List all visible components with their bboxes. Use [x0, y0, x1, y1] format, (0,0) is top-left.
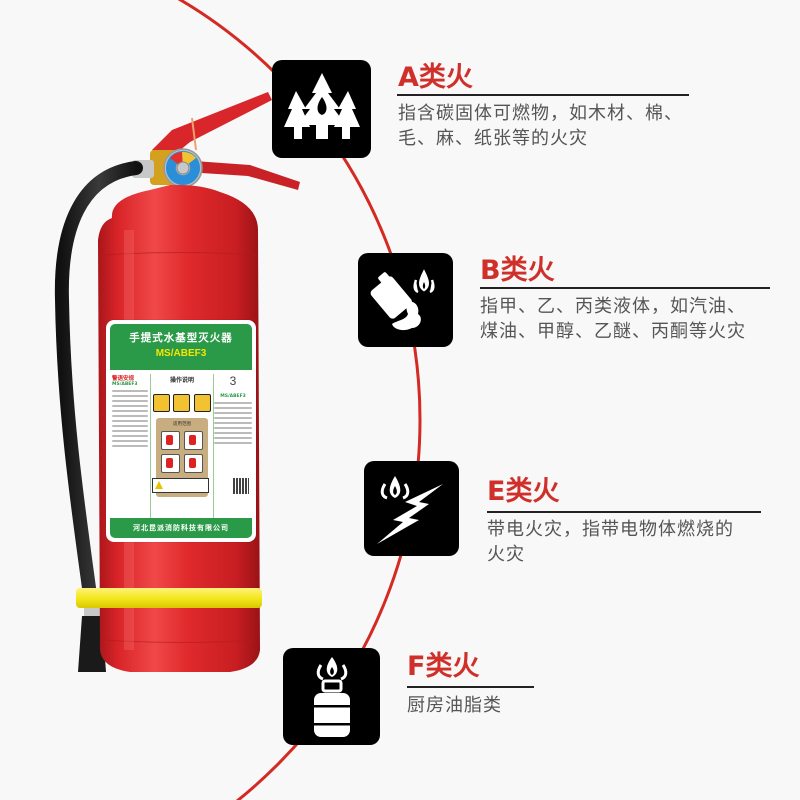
- class-a-icon-box: [272, 60, 371, 158]
- carry-handle: [152, 92, 272, 160]
- label-spec-column: 3 MS/ABEF3: [214, 374, 252, 447]
- class-a-title: A类火: [398, 62, 473, 93]
- class-f-divider: [407, 686, 534, 688]
- label-operation-column: 操作说明 适用范围: [150, 374, 214, 520]
- forest-fire-icon: [283, 73, 360, 139]
- label-header: 手提式水基型灭火器 MS/ABEF3: [110, 324, 252, 370]
- electrical-fire-icon: [376, 475, 443, 544]
- operation-title: 操作说明: [169, 377, 194, 384]
- operation-steps: [151, 394, 213, 412]
- step-3-icon: [194, 394, 212, 412]
- warnings-model: MS/ABEF3: [112, 382, 138, 387]
- class-b-title: B类火: [480, 255, 555, 286]
- scope-f-icon: [184, 454, 203, 473]
- nozzle: [78, 616, 106, 672]
- class-e-icon-box: [364, 461, 459, 556]
- class-f-description: 厨房油脂类: [407, 695, 502, 716]
- class-e-title: E类火: [487, 476, 560, 507]
- scope-a-icon: [161, 431, 180, 450]
- class-a-divider: [397, 94, 689, 96]
- manufacturer-name: 河北昆派消防科技有限公司: [110, 518, 252, 538]
- class-e-description: 带电火灾，指带电物体燃烧的 火灾: [487, 519, 734, 565]
- class-f-title: F类火: [407, 651, 480, 682]
- class-a-description: 指含碳固体可燃物，如木材、棉、 毛、麻、纸张等的火灾: [398, 103, 683, 149]
- mounting-strap: [76, 588, 262, 608]
- scope-e-icon: [161, 454, 180, 473]
- spec-model: MS/ABEF3: [220, 394, 246, 399]
- step-1-icon: [152, 394, 170, 412]
- scope-title: 适用范围: [173, 422, 191, 427]
- class-f-icon-box: [283, 648, 380, 745]
- squeeze-lever: [180, 160, 300, 190]
- label-body: 警语安规 MS/ABEF3 操作说明 适用范围: [110, 370, 252, 520]
- gas-cylinder-fire-icon: [313, 656, 350, 737]
- qr-code: [233, 478, 249, 494]
- extinguisher-label: 手提式水基型灭火器 MS/ABEF3 警语安规 MS/ABEF3 操作说明 适用…: [106, 320, 256, 542]
- class-e-divider: [487, 511, 761, 513]
- warnings-header: 警语安规: [112, 376, 135, 382]
- class-b-icon-box: [358, 253, 453, 347]
- step-2-icon: [173, 394, 191, 412]
- label-warnings-column: 警语安规 MS/ABEF3: [112, 374, 148, 450]
- flammable-liquid-icon: [370, 269, 435, 331]
- class-b-description: 指甲、乙、丙类液体，如汽油、 煤油、甲醇、乙醚、丙酮等火灾: [480, 296, 746, 342]
- class-b-divider: [480, 287, 770, 289]
- label-model: MS/ABEF3: [155, 348, 207, 359]
- warning-sticker: [152, 478, 209, 493]
- label-title: 手提式水基型灭火器: [129, 332, 233, 344]
- scope-b-icon: [184, 431, 203, 450]
- capacity-number: 3: [229, 374, 237, 388]
- hose: [54, 161, 143, 617]
